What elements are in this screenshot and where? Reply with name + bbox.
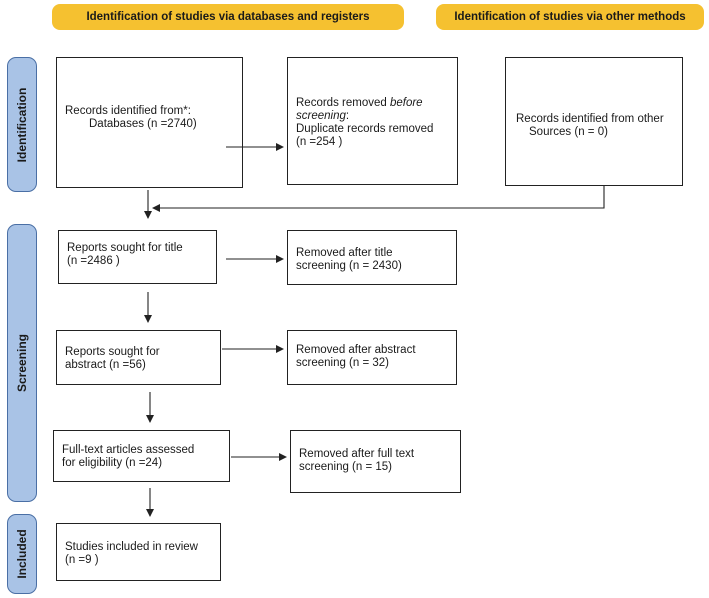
title-sought-line1: Reports sought for title <box>67 242 183 254</box>
other-sources-line1: Records identified from other <box>516 113 664 125</box>
abstract-removed-line2: screening (n = 32) <box>296 357 390 369</box>
abstract-removed-box: Removed after abstract screening (n = 32… <box>287 330 457 385</box>
fulltext-removed-box: Removed after full text screening (n = 1… <box>290 430 461 493</box>
records-identified-line1: Records identified from*: <box>65 105 191 117</box>
fulltext-assessed-line2: for eligibility (n =24) <box>62 457 163 469</box>
other-sources-box: Records identified from other Sources (n… <box>505 57 683 186</box>
header-other-methods: Identification of studies via other meth… <box>436 4 704 30</box>
title-removed-line2: screening (n = 2430) <box>296 260 402 272</box>
records-identified-line2: Databases (n =2740) <box>89 118 197 130</box>
title-sought-line2: (n =2486 ) <box>67 255 120 267</box>
fulltext-assessed-line1: Full-text articles assessed <box>62 444 195 456</box>
included-line2: (n =9 ) <box>65 554 99 566</box>
abstract-sought-line2: abstract (n =56) <box>65 359 146 371</box>
title-removed-box: Removed after title screening (n = 2430) <box>287 230 457 285</box>
abstract-sought-line1: Reports sought for <box>65 346 160 358</box>
fulltext-assessed-box: Full-text articles assessed for eligibil… <box>53 430 230 482</box>
records-removed-line3: Duplicate records removed <box>296 123 434 135</box>
records-removed-line2: screening: <box>296 110 350 122</box>
connector-other-sources <box>152 186 605 212</box>
phase-included: Included <box>7 514 37 594</box>
phase-screening: Screening <box>7 224 37 502</box>
included-line1: Studies included in review <box>65 541 198 553</box>
header-databases: Identification of studies via databases … <box>52 4 404 30</box>
records-removed-box: Records removed before screening: Duplic… <box>287 57 458 185</box>
abstract-sought-box: Reports sought for abstract (n =56) <box>56 330 221 385</box>
abstract-removed-line1: Removed after abstract <box>296 344 416 356</box>
fulltext-removed-line1: Removed after full text <box>299 448 415 460</box>
other-sources-line2: Sources (n = 0) <box>529 126 608 138</box>
records-removed-line1: Records removed before <box>296 97 423 109</box>
records-identified-box: Records identified from*: Databases (n =… <box>56 57 243 188</box>
title-removed-line1: Removed after title <box>296 247 393 259</box>
records-removed-line4: (n =254 ) <box>296 136 343 148</box>
included-box: Studies included in review (n =9 ) <box>56 523 221 581</box>
fulltext-removed-line2: screening (n = 15) <box>299 461 393 473</box>
phase-identification: Identification <box>7 57 37 192</box>
title-sought-box: Reports sought for title (n =2486 ) <box>58 230 217 284</box>
